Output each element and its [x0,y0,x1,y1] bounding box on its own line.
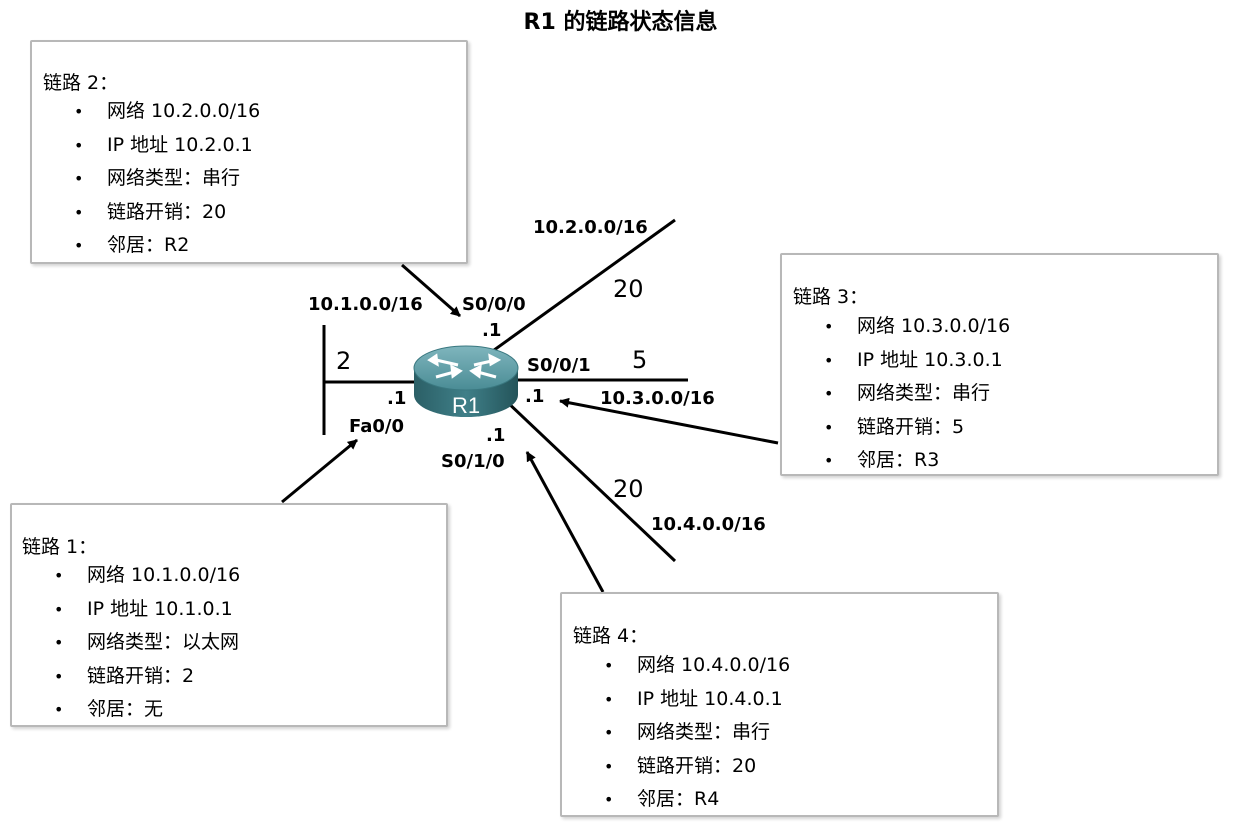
link4-title: 链路 4： [573,625,649,647]
list-item: 网络 10.3.0.0/16 [824,310,1010,344]
link4-info-box: 链路 4： 网络 10.4.0.0/16 IP 地址 10.4.0.1 网络类型… [560,592,999,817]
list-item: 链路开销：5 [824,411,1010,445]
link1-details: 网络 10.1.0.0/16 IP 地址 10.1.0.1 网络类型：以太网 链… [54,559,240,727]
host-label-s0-0-1: .1 [525,386,545,407]
link3-arrow [559,397,779,445]
link1-title: 链路 1： [22,536,98,558]
link3-info-box: 链路 3： 网络 10.3.0.0/16 IP 地址 10.3.0.1 网络类型… [780,253,1219,476]
network-label-10-3: 10.3.0.0/16 [600,388,715,409]
list-item: IP 地址 10.3.0.1 [824,344,1010,378]
link2-title: 链路 2： [43,72,119,94]
link2-info-box: 链路 2： 网络 10.2.0.0/16 IP 地址 10.2.0.1 网络类型… [30,40,468,264]
network-label-10-1: 10.1.0.0/16 [308,294,423,315]
list-item: 邻居：R2 [74,229,260,263]
network-label-10-4: 10.4.0.0/16 [651,514,766,535]
cost-label-link3: 5 [632,346,648,374]
host-label-s0-1-0: .1 [486,425,506,446]
list-item: IP 地址 10.1.0.1 [54,593,240,627]
cost-label-link2: 20 [613,275,644,303]
router-label: R1 [452,393,480,418]
list-item: 网络类型：以太网 [54,626,240,660]
link3-title: 链路 3： [793,286,869,308]
list-item: 网络类型：串行 [824,377,1010,411]
diagram-title: R1 的链路状态信息 [523,10,718,35]
link3-details: 网络 10.3.0.0/16 IP 地址 10.3.0.1 网络类型：串行 链路… [824,310,1010,478]
link1-arrow [281,438,358,504]
host-label-s0-0-0: .1 [482,320,502,341]
link2-details: 网络 10.2.0.0/16 IP 地址 10.2.0.1 网络类型：串行 链路… [74,95,260,263]
link4-arrow [525,451,605,593]
interface-label-fa0-0: Fa0/0 [349,416,405,437]
list-item: 网络类型：串行 [74,162,260,196]
list-item: 网络 10.4.0.0/16 [604,649,790,683]
list-item: 邻居：无 [54,693,240,727]
list-item: 邻居：R3 [824,444,1010,478]
list-item: 网络类型：串行 [604,716,790,750]
list-item: 网络 10.1.0.0/16 [54,559,240,593]
interface-label-s0-1-0: S0/1/0 [441,451,505,472]
interface-label-s0-0-1: S0/0/1 [527,355,591,376]
list-item: 链路开销：20 [604,750,790,784]
list-item: 邻居：R4 [604,783,790,817]
link4-details: 网络 10.4.0.0/16 IP 地址 10.4.0.1 网络类型：串行 链路… [604,649,790,817]
cost-label-link1: 2 [336,347,352,375]
link1-info-box: 链路 1： 网络 10.1.0.0/16 IP 地址 10.1.0.1 网络类型… [10,503,448,727]
list-item: IP 地址 10.2.0.1 [74,129,260,163]
list-item: 链路开销：20 [74,196,260,230]
host-label-fa0-0: .1 [387,388,407,409]
list-item: IP 地址 10.4.0.1 [604,683,790,717]
list-item: 网络 10.2.0.0/16 [74,95,260,129]
cost-label-link4: 20 [613,475,644,503]
link2-arrow [401,263,461,318]
interface-label-s0-0-0: S0/0/0 [462,294,526,315]
link2-line [482,218,676,360]
link4-line [503,398,677,563]
list-item: 链路开销：2 [54,660,240,694]
network-label-10-2: 10.2.0.0/16 [533,217,648,238]
router-icon: R1 [413,345,519,418]
